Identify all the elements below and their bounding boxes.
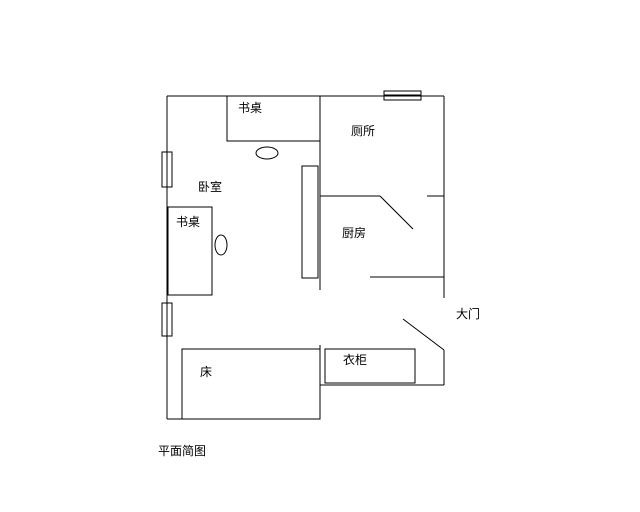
door-swing-toilet <box>379 195 414 230</box>
desk-top <box>226 95 321 142</box>
label-desk-top: 书桌 <box>238 101 263 115</box>
label-kitchen: 厨房 <box>342 226 367 240</box>
label-desk-left: 书桌 <box>176 215 201 229</box>
label-bedroom: 卧室 <box>198 180 223 194</box>
label-toilet: 厕所 <box>351 124 376 138</box>
chair-left <box>214 234 228 256</box>
label-wardrobe: 衣柜 <box>343 353 368 367</box>
door-swing-main <box>402 318 445 351</box>
label-bed: 床 <box>200 365 213 379</box>
wardrobe <box>324 348 416 384</box>
chair-top <box>255 146 279 160</box>
desk-left <box>166 206 213 296</box>
bed <box>181 348 321 420</box>
label-main-door: 大门 <box>456 307 481 321</box>
cabinet-center <box>301 165 319 279</box>
plan-caption: 平面简图 <box>158 444 207 458</box>
